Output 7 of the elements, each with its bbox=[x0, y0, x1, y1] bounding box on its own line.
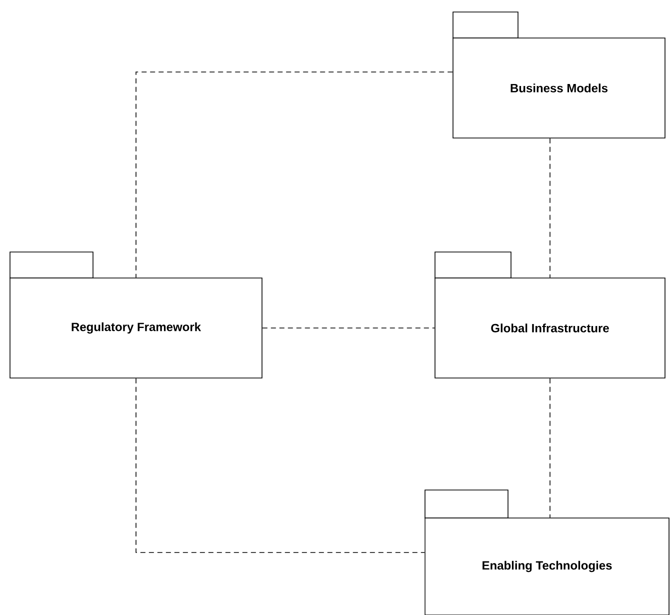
package-box: Regulatory Framework bbox=[10, 252, 262, 378]
package-box: Business Models bbox=[452, 12, 666, 138]
connector bbox=[136, 72, 453, 278]
node-label: Enabling Technologies bbox=[482, 560, 612, 572]
package-box: Enabling Technologies bbox=[424, 490, 670, 615]
package-box: Global Infrastructure bbox=[434, 252, 666, 378]
connector bbox=[136, 378, 425, 553]
